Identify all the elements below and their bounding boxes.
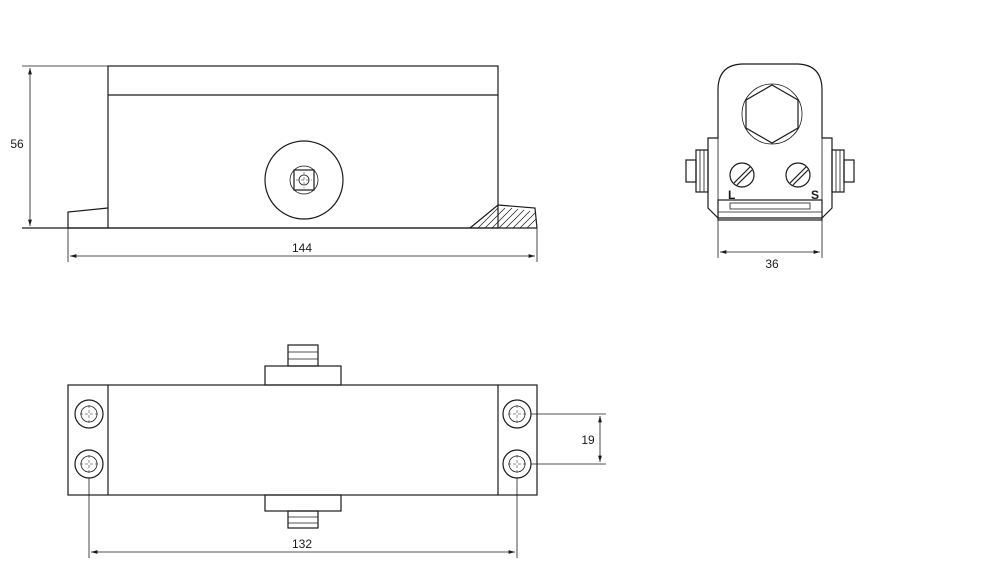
valve-marking-l: L — [728, 188, 735, 202]
side-view-right-bracket — [469, 204, 538, 229]
top-view-upper-spindle — [287, 344, 319, 367]
side-view-body — [107, 65, 499, 229]
top-view: 19 132 — [67, 344, 606, 558]
hex-nut — [745, 84, 799, 144]
mounting-hole-icon — [502, 449, 532, 479]
top-view-lower-boss — [264, 494, 342, 512]
right-valve-cap — [843, 159, 855, 183]
height-dimension-label: 56 — [10, 137, 24, 151]
side-view-hatching — [477, 207, 537, 229]
mounting-hole-icon — [502, 399, 532, 429]
left-valve-body — [695, 149, 709, 193]
width-dimension-label: 36 — [765, 257, 779, 271]
side-view-spindle-ring — [264, 140, 344, 220]
hole-spacing-dimension-label: 19 — [581, 433, 595, 447]
mounting-hole-icon — [74, 399, 104, 429]
length-dimension-label: 144 — [292, 241, 312, 255]
side-view-left-foot — [67, 207, 109, 229]
screw-l-icon — [729, 162, 755, 188]
top-view-body — [67, 384, 538, 496]
screw-s-icon — [785, 162, 811, 188]
right-valve-body — [831, 149, 845, 193]
end-view: L S 36 — [685, 63, 855, 271]
valve-marking-s: S — [811, 188, 819, 202]
side-view-spindle-square — [293, 169, 315, 191]
end-view-base — [717, 199, 823, 221]
side-view: 56 144 — [10, 65, 538, 262]
end-view-body — [707, 63, 833, 219]
top-view-lower-spindle — [287, 510, 319, 529]
mounting-hole-icon — [74, 449, 104, 479]
hole-pitch-dimension-label: 132 — [292, 537, 312, 551]
left-valve-cap — [685, 159, 697, 183]
side-view-spindle-boss — [289, 165, 319, 195]
top-view-upper-boss — [264, 365, 342, 386]
